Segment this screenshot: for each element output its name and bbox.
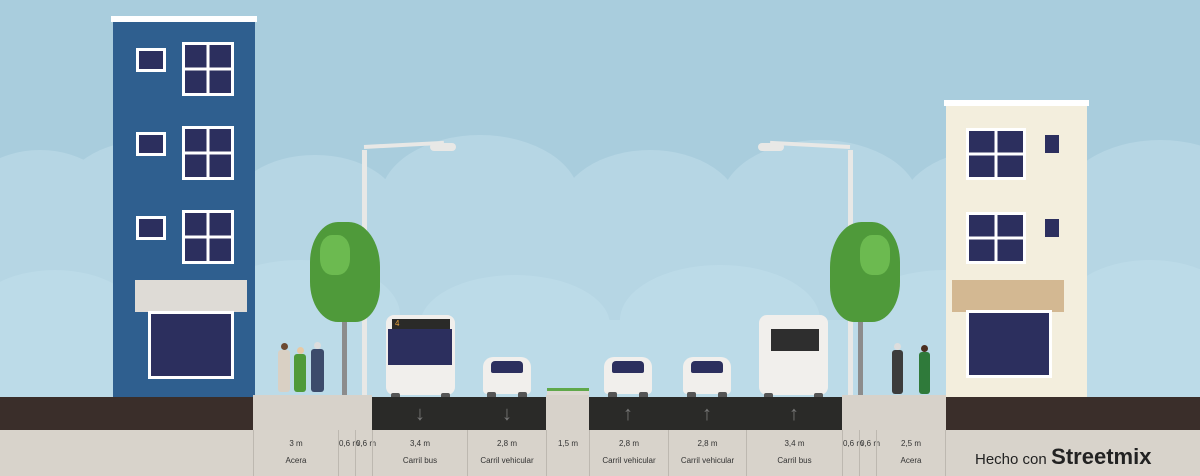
segment-vehicular-1[interactable]: 2,8 m Carril vehicular xyxy=(467,430,546,476)
ground-left xyxy=(0,397,253,430)
segment-bus-right[interactable]: 3,4 m Carril bus xyxy=(746,430,842,476)
arrow-up-icon: ↑ xyxy=(702,403,712,425)
segment-width: 0,6 m xyxy=(339,439,360,448)
bus-rear xyxy=(759,315,828,401)
segment-label-bar xyxy=(0,430,1200,476)
segment-0-6-b[interactable]: 0,6 m xyxy=(355,430,377,476)
median xyxy=(546,395,589,430)
segment-bus-left[interactable]: 3,4 m Carril bus xyxy=(372,430,467,476)
car-rear-1 xyxy=(604,357,652,400)
car-rear-2 xyxy=(683,357,731,400)
segment-width: 2,8 m xyxy=(618,439,639,448)
arrow-up-icon: ↑ xyxy=(623,403,633,425)
segment-width: 0,6 m xyxy=(843,439,864,448)
segment-0-6-c[interactable]: 0,6 m xyxy=(842,430,864,476)
sidewalk-right xyxy=(842,395,946,430)
lanes-northbound xyxy=(589,397,842,430)
segment-width: 2,8 m xyxy=(697,439,718,448)
streetmix-credit[interactable]: Hecho con Streetmix xyxy=(975,444,1151,470)
bus-front: 4 xyxy=(386,315,455,401)
building-right xyxy=(944,100,1089,398)
segment-width: 3,4 m xyxy=(784,439,805,448)
building-left xyxy=(111,16,257,398)
segment-width: 3 m xyxy=(289,439,303,448)
segment-acera-right[interactable]: 2,5 m Acera xyxy=(876,430,946,476)
arrow-down-icon: ↓ xyxy=(502,403,512,425)
segment-name: Carril bus xyxy=(777,456,812,465)
segment-name: Acera xyxy=(285,456,307,465)
segment-vehicular-3[interactable]: 2,8 m Carril vehicular xyxy=(668,430,746,476)
segment-0-6-a[interactable]: 0,6 m xyxy=(338,430,360,476)
segment-name: Carril bus xyxy=(402,456,438,465)
ground-right xyxy=(946,397,1200,430)
segment-width: 1,5 m xyxy=(557,439,578,448)
sidewalk-left xyxy=(253,395,372,430)
arrow-down-icon: ↓ xyxy=(415,403,425,425)
segment-name: Acera xyxy=(900,456,922,465)
segment-width: 3,4 m xyxy=(409,439,430,448)
arrow-up-icon: ↑ xyxy=(789,403,799,425)
segment-0-6-d[interactable]: 0,6 m xyxy=(859,430,881,476)
segment-name: Carril vehicular xyxy=(480,456,534,465)
segment-acera-left[interactable]: 3 m Acera xyxy=(253,430,338,476)
lanes-southbound xyxy=(372,397,546,430)
bus-route-sign: 4 xyxy=(392,319,450,329)
credit-prefix: Hecho con xyxy=(975,451,1047,468)
segment-name: Carril vehicular xyxy=(602,456,656,465)
segment-median[interactable]: 1,5 m xyxy=(546,430,589,476)
segment-vehicular-2[interactable]: 2,8 m Carril vehicular xyxy=(589,430,668,476)
planter xyxy=(547,388,589,397)
car-front xyxy=(483,357,531,400)
segment-width: 0,6 m xyxy=(356,439,377,448)
segment-width: 2,5 m xyxy=(900,439,921,448)
segment-width: 2,8 m xyxy=(496,439,517,448)
segment-width: 0,6 m xyxy=(860,439,881,448)
segment-name: Carril vehicular xyxy=(680,456,735,465)
streetmix-logo: Streetmix xyxy=(1051,444,1152,469)
